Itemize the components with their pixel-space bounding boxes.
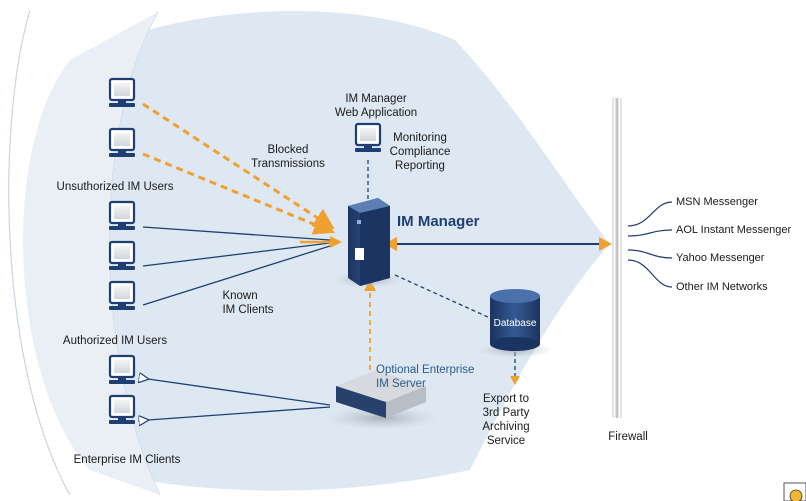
database-label: Database <box>493 318 537 329</box>
computer-monitor-icon <box>108 200 136 230</box>
network-msn: MSN Messenger <box>676 196 758 208</box>
authorized-users-label: Authorized IM Users <box>62 335 168 347</box>
firewall-icon <box>612 98 622 418</box>
computer-monitor-icon <box>354 122 382 152</box>
enterprise-client-connections <box>148 379 331 420</box>
corner-logo-icon <box>783 482 806 501</box>
firewall-link-arrow <box>384 237 612 251</box>
known-clients-label: Known IM Clients <box>222 290 274 316</box>
enterprise-server-icon <box>324 370 440 430</box>
im-manager-server-icon <box>332 198 404 288</box>
enterprise-clients-label: Enterprise IM Clients <box>73 454 181 466</box>
network-yahoo: Yahoo Messenger <box>676 252 765 264</box>
monitoring-label: Monitoring Compliance Reporting <box>389 132 451 172</box>
inner-zone-shade <box>23 12 160 495</box>
network-fan-lines <box>627 201 673 288</box>
web-app-label: IM Manager Web Application <box>334 93 418 119</box>
firewall-label: Firewall <box>608 431 648 443</box>
blocked-transmissions-label: Blocked Transmissions <box>251 144 325 170</box>
computer-monitor-icon <box>108 240 136 270</box>
computer-monitor-icon <box>108 354 136 384</box>
inner-zone-boundary <box>108 11 161 496</box>
known-client-connections <box>142 226 331 306</box>
im-manager-title: IM Manager <box>397 213 480 230</box>
computer-monitor-icon <box>108 127 136 157</box>
database-cylinder-icon <box>477 289 553 358</box>
computer-monitor-icon <box>108 394 136 424</box>
unauthorized-users-label: Unsuthorized IM Users <box>56 181 174 193</box>
outer-zone-boundary <box>8 9 71 496</box>
computer-monitor-icon <box>108 280 136 310</box>
im-manager-inbound-arrow <box>300 236 342 248</box>
network-other: Other IM Networks <box>676 281 768 293</box>
enterprise-server-label: Optional Enterprise IM Server <box>376 364 475 390</box>
network-aol: AOL Instant Messenger <box>676 224 792 236</box>
computer-monitor-icon <box>108 77 136 107</box>
blocked-transmission-arrows <box>142 102 335 235</box>
export-label: Export to 3rd Party Archiving Service <box>482 393 530 447</box>
